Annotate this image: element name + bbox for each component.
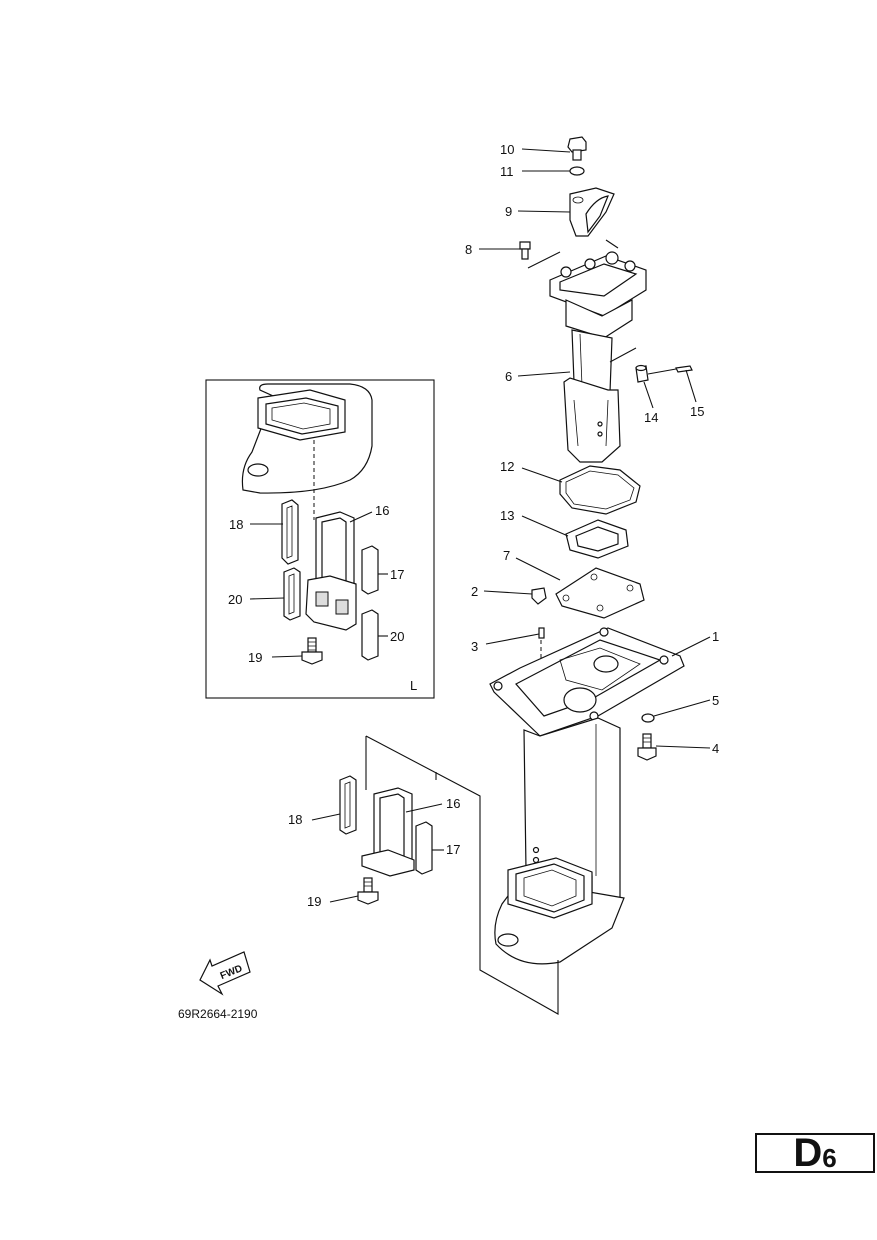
callout-16: 16 (446, 796, 460, 811)
assembly-outline (365, 735, 559, 1015)
page-number: 6 (822, 1143, 837, 1173)
washer-11 (569, 166, 585, 176)
inset-damper-20-left (283, 567, 301, 621)
inset-frame (205, 379, 435, 699)
page-index-box: D 6 (755, 1133, 875, 1173)
callout-4: 4 (712, 741, 719, 756)
gasket-7 (555, 567, 645, 619)
inset-damper-18 (281, 499, 299, 565)
callout-7: 7 (503, 548, 510, 563)
callout-20-inset-right: 20 (390, 629, 404, 644)
diagram-code: 69R2664-2190 (178, 1007, 258, 1021)
rear-damper-17 (415, 821, 433, 875)
gasket-12 (559, 465, 641, 515)
inset-damper-20-right (361, 609, 379, 661)
collar-path (609, 347, 677, 375)
collar-14 (635, 364, 649, 383)
callout-13: 13 (500, 508, 514, 523)
callout-19-inset: 19 (248, 650, 262, 665)
callout-6: 6 (505, 369, 512, 384)
rear-damper-18 (339, 775, 357, 835)
callout-10: 10 (500, 142, 514, 157)
rear-bracket-16 (361, 787, 415, 877)
inset-damper-17 (361, 545, 379, 595)
inset-bolt-19 (301, 637, 323, 665)
upper-casing-1 (489, 627, 685, 965)
bolt-10 (567, 136, 587, 161)
bolt-8 (519, 241, 531, 260)
callout-15: 15 (690, 404, 704, 419)
exhaust-guide-6 (549, 251, 647, 463)
inset-bracket-16 (305, 511, 357, 631)
callout-20-inset-left: 20 (228, 592, 242, 607)
inset-upper-casing (241, 383, 373, 520)
callout-19: 19 (307, 894, 321, 909)
fwd-arrow-icon: FWD (199, 951, 251, 996)
bolt-8-path (527, 239, 619, 269)
rear-bolt-19 (357, 877, 379, 905)
inset-variant-label: L (410, 678, 417, 693)
callout-11: 11 (500, 164, 514, 179)
callout-17: 17 (446, 842, 460, 857)
plug-2 (531, 587, 547, 605)
exhaust-cover-9 (569, 187, 615, 237)
callout-16-inset: 16 (375, 503, 389, 518)
gasket-13 (565, 519, 629, 559)
callout-14: 14 (644, 410, 658, 425)
callout-18: 18 (288, 812, 302, 827)
callout-3: 3 (471, 639, 478, 654)
bolt-4 (637, 733, 657, 761)
page-letter: D (793, 1131, 823, 1175)
screw-15 (675, 365, 693, 373)
callout-2: 2 (471, 584, 478, 599)
callout-1: 1 (712, 629, 719, 644)
callout-17-inset: 17 (390, 567, 404, 582)
callout-8: 8 (465, 242, 472, 257)
callout-9: 9 (505, 204, 512, 219)
callout-12: 12 (500, 459, 514, 474)
pin-3 (538, 627, 545, 639)
callout-5: 5 (712, 693, 719, 708)
callout-18-inset: 18 (229, 517, 243, 532)
washer-5 (641, 713, 655, 723)
